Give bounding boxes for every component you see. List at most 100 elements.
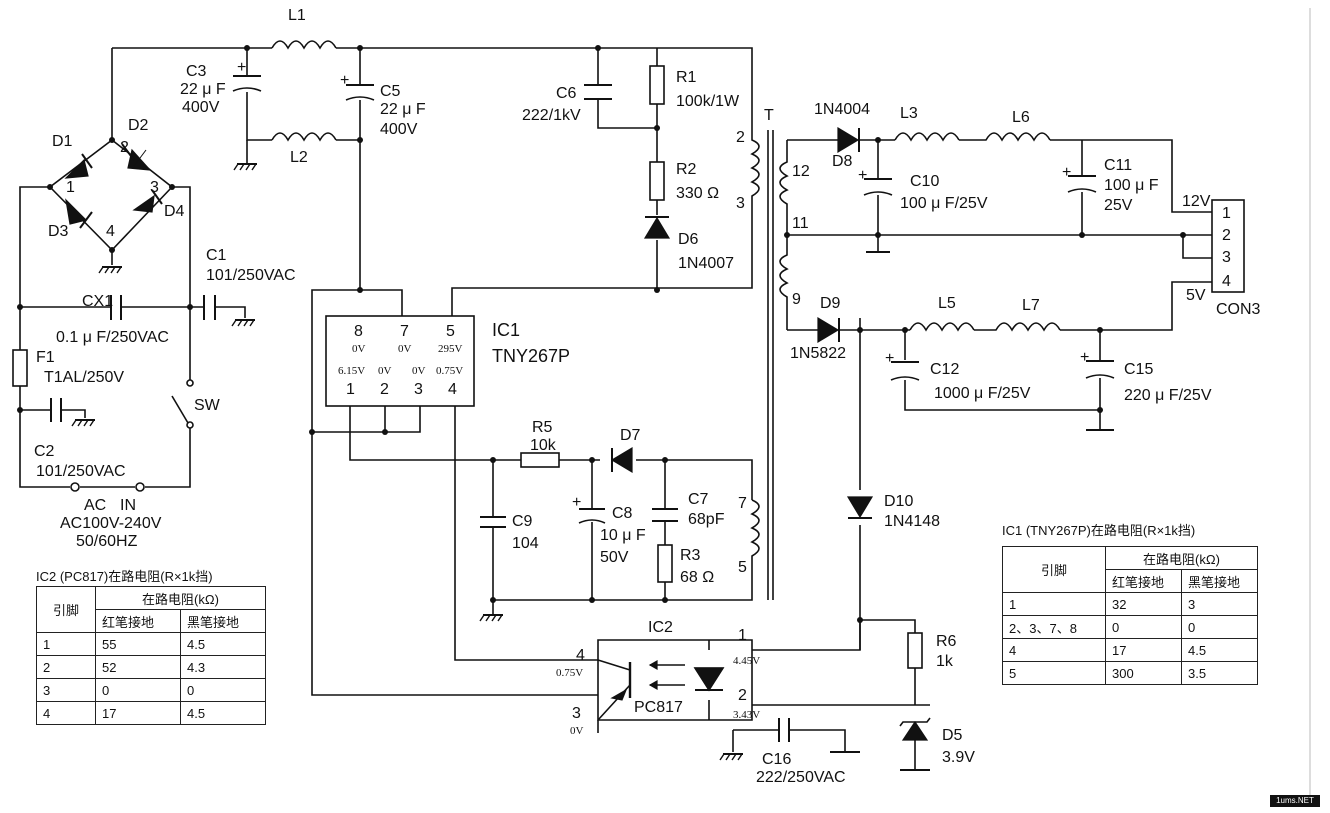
ground-bridge bbox=[98, 266, 123, 274]
label-D5: D5 bbox=[942, 727, 963, 744]
ac-terminal-left bbox=[70, 482, 80, 492]
label-F1: F1 bbox=[36, 349, 55, 366]
label-CON3: CON3 bbox=[1216, 301, 1261, 318]
ic2-cell-black: 4.5 bbox=[180, 701, 266, 725]
ground-c16 bbox=[719, 753, 744, 761]
label-ic2-pin4: 4 bbox=[576, 647, 585, 664]
label-C1: C1 bbox=[206, 247, 227, 264]
ic2-cell-red: 52 bbox=[95, 655, 181, 679]
ic1-cell-black: 0 bbox=[1181, 615, 1258, 639]
label-F1-value: T1AL/250V bbox=[44, 369, 124, 386]
label-D2: D2 bbox=[128, 117, 149, 134]
label-ic1-pin2: 2 bbox=[380, 381, 389, 398]
capacitor-C11: + bbox=[1062, 164, 1097, 193]
label-L5: L5 bbox=[938, 295, 956, 312]
label-wind-12: 12 bbox=[792, 163, 810, 180]
label-con-pin4: 4 bbox=[1222, 273, 1231, 290]
ic1-body bbox=[325, 315, 475, 407]
inductor-L2 bbox=[271, 132, 337, 142]
ac-terminal-right bbox=[135, 482, 145, 492]
label-node-2: 2 bbox=[120, 139, 129, 156]
label-con-pin3: 3 bbox=[1222, 249, 1231, 266]
diode-D10 bbox=[846, 496, 874, 519]
label-C7-value: 68pF bbox=[688, 511, 725, 528]
label-AC-freq: 50/60HZ bbox=[76, 533, 138, 550]
watermark-badge: 1ums.NET bbox=[1270, 795, 1320, 807]
ic2-cell-black: 4.5 bbox=[180, 632, 266, 656]
capacitor-C15: + bbox=[1080, 349, 1115, 379]
diode-D9 bbox=[817, 316, 840, 344]
svg-text:+: + bbox=[1080, 349, 1089, 366]
label-D4: D4 bbox=[164, 203, 185, 220]
svg-text:+: + bbox=[340, 72, 349, 89]
inductor-L1 bbox=[271, 40, 337, 50]
diode-D3 bbox=[65, 198, 93, 229]
svg-text:+: + bbox=[858, 167, 867, 184]
ground-aux bbox=[479, 614, 504, 622]
ic1-cell-pin: 1 bbox=[1002, 592, 1106, 616]
ic2-cell-red: 55 bbox=[95, 632, 181, 656]
label-R5: R5 bbox=[532, 419, 553, 436]
zener-diode-D5 bbox=[899, 717, 931, 741]
capacitor-C2 bbox=[50, 398, 62, 422]
label-C3-rating: 400V bbox=[182, 99, 220, 116]
label-R1: R1 bbox=[676, 69, 697, 86]
label-con-pin2: 2 bbox=[1222, 227, 1231, 244]
capacitor-C7 bbox=[652, 508, 678, 522]
capacitor-C1 bbox=[203, 295, 216, 320]
ground-c1 bbox=[231, 319, 256, 327]
diode-D1 bbox=[64, 153, 93, 179]
component-labels: L1 L2 C3 22 μ F 400V C5 22 μ F 400V C6 2… bbox=[34, 7, 1261, 786]
ic2-table-caption: IC2 (PC817)在路电阻(R×1k挡) bbox=[36, 569, 213, 584]
ic1-cell-red: 32 bbox=[1105, 592, 1182, 616]
label-node-4: 4 bbox=[106, 223, 115, 240]
label-ic1-pin8: 8 bbox=[354, 323, 363, 340]
label-L1: L1 bbox=[288, 7, 306, 24]
diode-D6 bbox=[643, 216, 671, 239]
label-D1: D1 bbox=[52, 133, 73, 150]
ic1-table-caption: IC1 (TNY267P)在路电阻(R×1k挡) bbox=[1002, 523, 1196, 538]
ic1-header-res: 在路电阻(kΩ) bbox=[1105, 546, 1258, 570]
svg-text:+: + bbox=[1062, 164, 1071, 181]
label-CX1: CX1 bbox=[82, 293, 113, 310]
label-ic1-pin5: 5 bbox=[446, 323, 455, 340]
label-ic2-v3: 0V bbox=[570, 725, 584, 737]
label-ic1-v8: 0V bbox=[352, 343, 366, 355]
label-L2: L2 bbox=[290, 149, 308, 166]
label-T: T bbox=[764, 107, 774, 124]
diode-D8 bbox=[837, 126, 860, 154]
label-C2: C2 bbox=[34, 443, 55, 460]
diode-D2 bbox=[121, 143, 152, 171]
ic1-cell-red: 17 bbox=[1105, 638, 1182, 662]
label-node-1: 1 bbox=[66, 179, 75, 196]
label-ic1-v1: 6.15V bbox=[338, 365, 365, 377]
label-D9-value: 1N5822 bbox=[790, 345, 846, 362]
inductor-L7 bbox=[974, 322, 1061, 332]
capacitor-C6 bbox=[584, 84, 612, 100]
ic1-cell-pin: 2、3、7、8 bbox=[1002, 615, 1106, 639]
ic1-header-red: 红笔接地 bbox=[1105, 569, 1182, 593]
label-D6-value: 1N4007 bbox=[678, 255, 734, 272]
label-wind-2: 2 bbox=[736, 129, 745, 146]
ic1-cell-pin: 4 bbox=[1002, 638, 1106, 662]
resistor-R5 bbox=[520, 452, 560, 468]
label-C5-rating: 400V bbox=[380, 121, 418, 138]
ic2-cell-pin: 2 bbox=[36, 655, 96, 679]
ic2-cell-pin: 4 bbox=[36, 701, 96, 725]
ic2-header-pin: 引脚 bbox=[36, 586, 96, 633]
label-SW: SW bbox=[194, 397, 221, 414]
transformer-primary bbox=[750, 100, 760, 210]
label-D9: D9 bbox=[820, 295, 841, 312]
label-IC1: IC1 bbox=[492, 320, 520, 340]
ic1-cell-black: 4.5 bbox=[1181, 638, 1258, 662]
label-ic1-pin1: 1 bbox=[346, 381, 355, 398]
label-L6: L6 bbox=[1012, 109, 1030, 126]
ic2-header-red: 红笔接地 bbox=[95, 609, 181, 633]
ic2-cell-black: 4.3 bbox=[180, 655, 266, 679]
label-ic1-v7: 0V bbox=[398, 343, 412, 355]
